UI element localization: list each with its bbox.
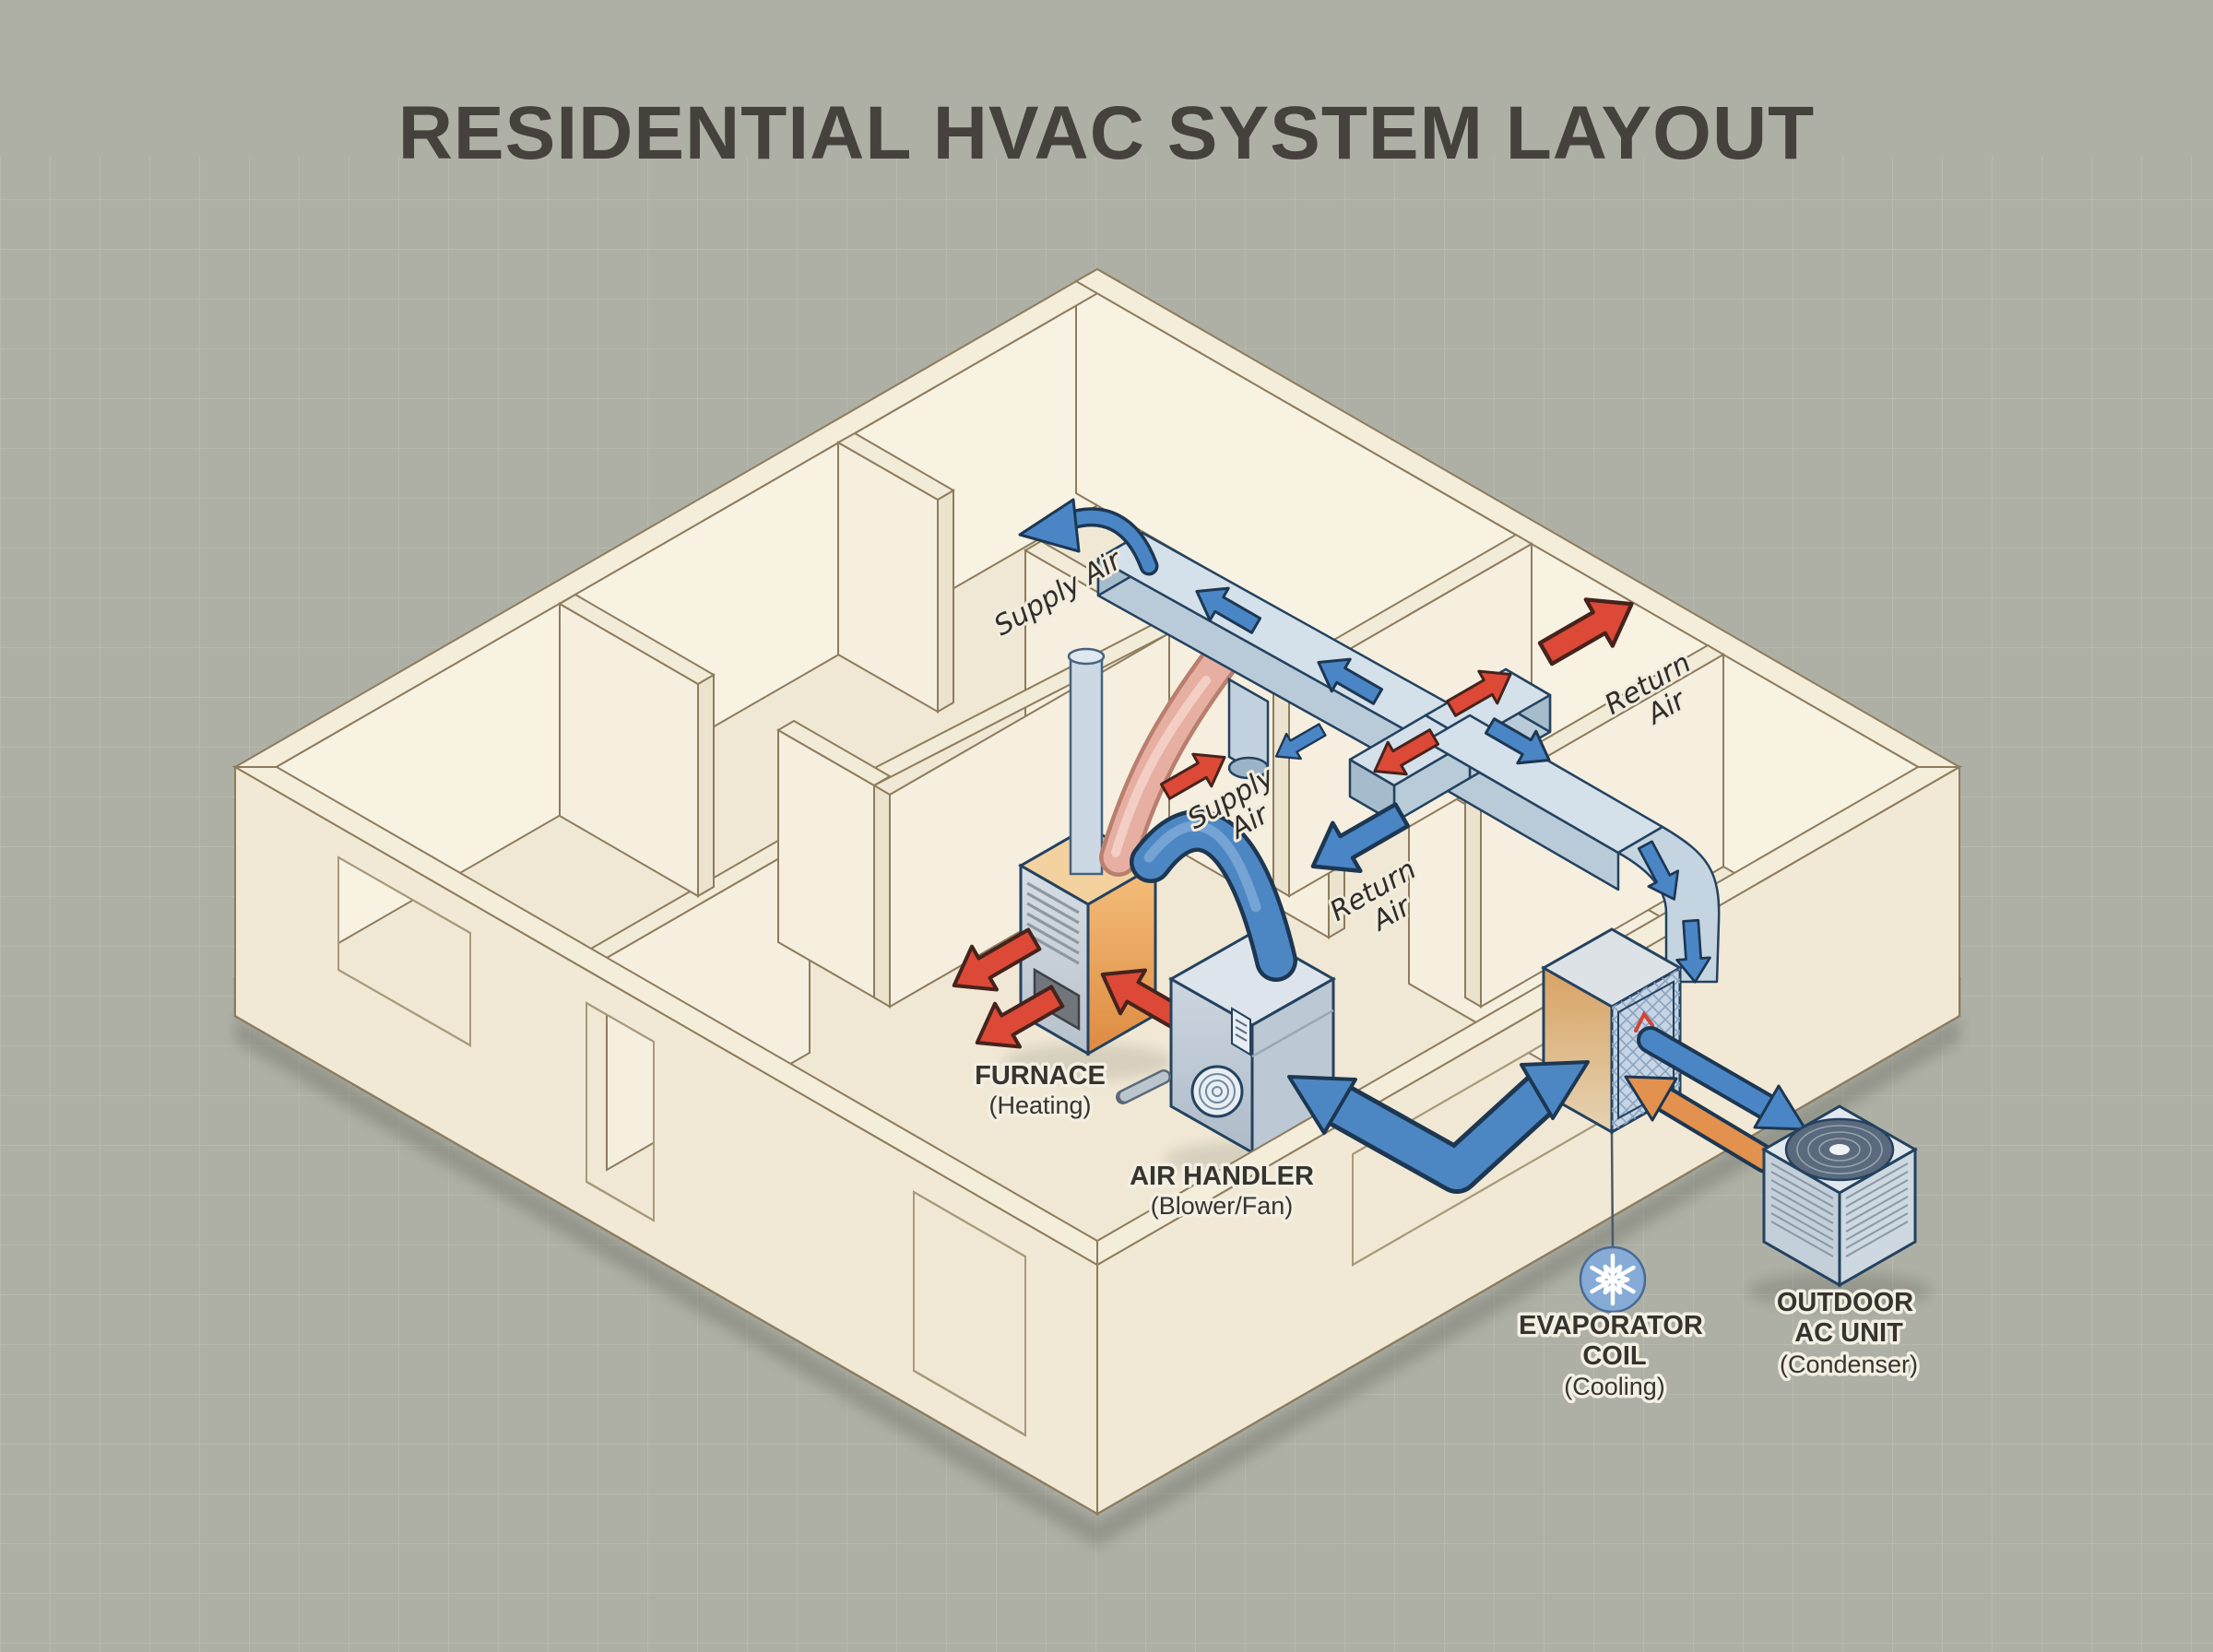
control-panel xyxy=(1231,1007,1251,1056)
outdoor-unit-sublabel: (Condenser) xyxy=(1780,1351,1918,1378)
blower-duct xyxy=(1130,808,1297,982)
snowflake-icon xyxy=(1579,1245,1647,1314)
air-handler-sublabel: (Blower/Fan) xyxy=(1151,1192,1294,1220)
outdoor-unit-shadow xyxy=(1747,1272,1932,1309)
main-air-loop-arrow xyxy=(1287,1060,1590,1194)
outdoor-ac-unit xyxy=(1760,1104,1919,1288)
condenser-louvers xyxy=(1770,1162,1909,1257)
furnace-sublabel: (Heating) xyxy=(988,1092,1091,1119)
evaporator-sublabel: (Cooling) xyxy=(1564,1373,1665,1400)
blower-fan-icon xyxy=(1190,1065,1244,1118)
coil-heat-mark xyxy=(1634,1010,1654,1032)
airflow-arrows xyxy=(1018,498,1713,985)
front-right-wall-top xyxy=(1096,766,1963,1267)
component-labels: FURNACE (Heating) AIR HANDLER (Blower/Fa… xyxy=(972,1058,1922,1404)
flue-pipe xyxy=(1067,647,1106,876)
refrigerant-warm-arrow xyxy=(1624,1075,1780,1174)
outdoor-unit-label: OUTDOOR AC UNIT xyxy=(1777,1288,1921,1348)
page-title: RESIDENTIAL HVAC SYSTEM LAYOUT xyxy=(398,91,1816,175)
supply-end-curved-arrow xyxy=(1018,498,1159,576)
furnace-label: FURNACE xyxy=(975,1061,1106,1091)
condenser-fan-icon xyxy=(1784,1117,1895,1182)
refrigerant-arrows xyxy=(1624,1026,1807,1174)
furnace-louvers xyxy=(1026,881,1080,965)
door-opening xyxy=(586,1001,1026,1437)
drain-stub xyxy=(1116,1069,1171,1104)
refrigerant-cold-arrow xyxy=(1637,1026,1807,1131)
supply-drop-duct xyxy=(1227,677,1270,782)
air-handler-label: AIR HANDLER xyxy=(1130,1162,1314,1191)
evaporator-label: EVAPORATOR COIL xyxy=(1519,1311,1710,1371)
supply-riser-duct xyxy=(1099,639,1241,877)
furnace-shadow xyxy=(1003,1044,1173,1080)
front-walls xyxy=(231,765,1963,1516)
